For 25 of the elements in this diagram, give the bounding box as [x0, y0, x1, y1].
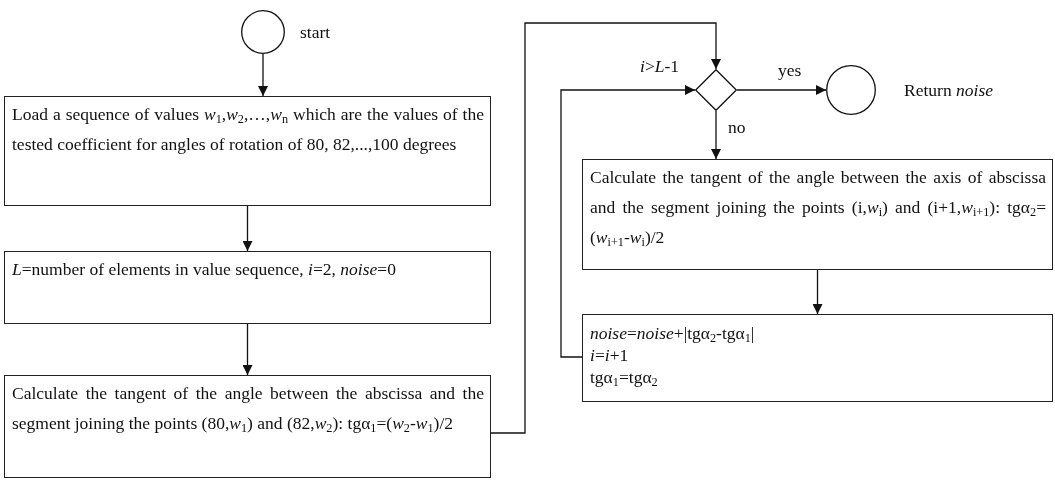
edge-label: yes — [778, 60, 802, 80]
arrow — [736, 85, 827, 95]
arrow — [711, 110, 721, 160]
arrow — [258, 53, 268, 97]
node-caption: i>L-1 — [640, 56, 680, 76]
process-box — [582, 159, 1053, 270]
process-text: i=i+1 — [590, 344, 630, 366]
process-text: L=number of elements in value sequence, i=2, noise=0 — [12, 258, 397, 281]
process-box — [4, 96, 491, 206]
arrow — [812, 269, 823, 315]
process-box — [4, 375, 491, 478]
process-box — [4, 251, 491, 324]
arrow — [242, 205, 253, 252]
process-text: tgα$_{1}$=tgα$_{2}$ — [590, 366, 659, 388]
arrow — [560, 85, 696, 358]
arrow — [242, 323, 253, 376]
node-caption: Return noise — [904, 80, 993, 100]
process-box — [582, 314, 1053, 402]
process-text: Calculate the tangent of the angle between the axis of abscissa and the segment joining the points (i,w$_{i}$) and (i+1,w$_{i+1}$): tgα$_{2}$=(w$_{i+1}$-w$_{i}$)/2 — [590, 166, 1046, 252]
process-text: noise=noise+|tgα$_{2}$-tgα$_{1}$| — [590, 322, 756, 344]
process-text: Load a sequence of values w$_{1}$,w$_{2}$,…,w$_{n}$ which are the values of the tested coefficient for angles of rotation of 80, 82,...,100 degrees — [12, 103, 484, 156]
edge-label: no — [728, 117, 746, 137]
arrow — [490, 22, 721, 434]
process-text: Calculate the tangent of the angle between the abscissa and the segment joining the points (80,w$_{1}$) and (82,w$_{2}$): tgα$_{1}$=(w$_{2}$-w$_{1}$)/2 — [12, 382, 484, 438]
node-caption: start — [300, 22, 331, 42]
